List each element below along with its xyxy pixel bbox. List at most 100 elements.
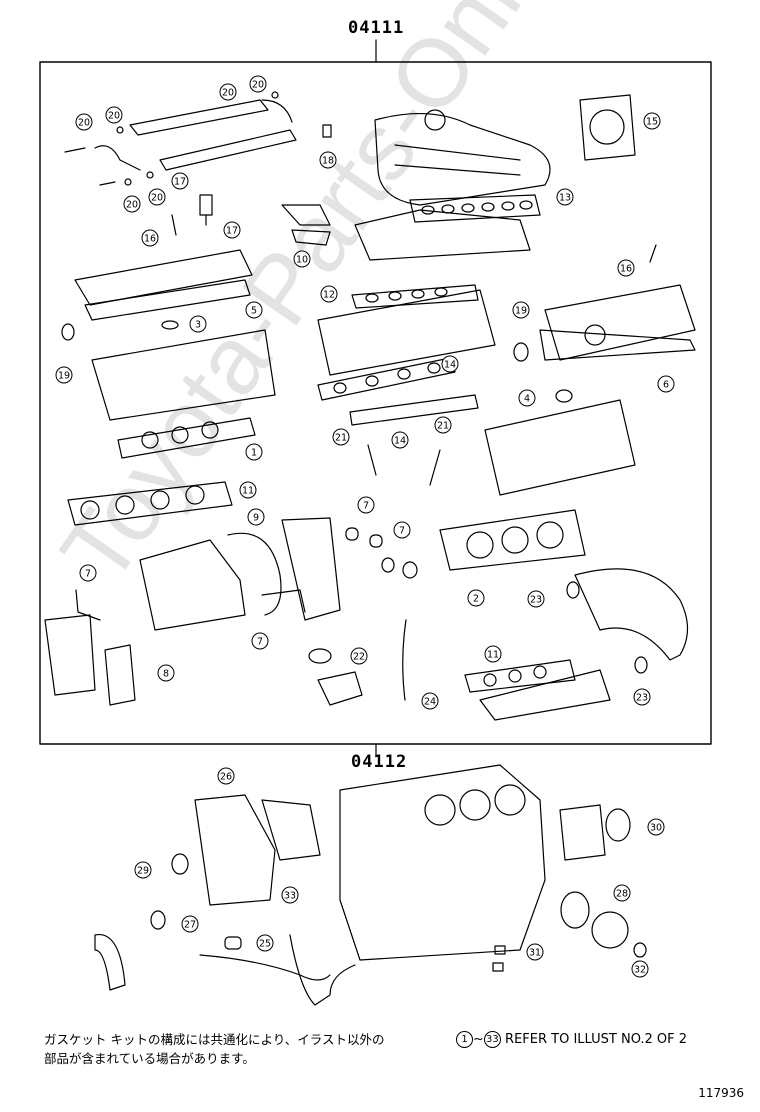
callout-circle xyxy=(141,229,159,247)
part-callout-7: 7 xyxy=(393,521,411,539)
cylinder-head-left xyxy=(91,329,276,421)
callout-circle xyxy=(441,355,459,373)
part-callout-7: 7 xyxy=(79,564,97,582)
callout-circle xyxy=(391,431,409,449)
part-callout-14: 14 xyxy=(441,355,459,373)
callout-circle xyxy=(281,886,299,904)
callout-number: 33 xyxy=(284,891,296,902)
callout-number: 8 xyxy=(163,669,169,680)
part-callout-32: 32 xyxy=(631,960,649,978)
valve-cover-left xyxy=(74,249,253,321)
japanese-note-line-2: 部品が含まれている場合があります。 xyxy=(44,1051,255,1066)
callout-circle xyxy=(421,692,439,710)
callout-number: 11 xyxy=(242,486,254,497)
part-callout-25: 25 xyxy=(256,934,274,952)
callout-number: 20 xyxy=(78,118,90,129)
part-callout-11: 11 xyxy=(239,481,257,499)
callout-number: 20 xyxy=(222,88,234,99)
part-callout-20: 20 xyxy=(219,83,237,101)
water-inlet-pipe xyxy=(94,934,126,991)
fuel-delivery-pipes xyxy=(64,91,297,186)
head-gasket-right xyxy=(439,509,586,571)
callout-circle xyxy=(217,767,235,785)
cylinder-head-right xyxy=(484,399,636,496)
exhaust-manifold-gasket xyxy=(67,481,233,526)
callout-number: 20 xyxy=(126,200,138,211)
callout-number: 21 xyxy=(335,433,347,444)
part-callout-7: 7 xyxy=(357,496,375,514)
part-callout-9: 9 xyxy=(247,508,265,526)
callout-circle xyxy=(434,416,452,434)
part-callout-19: 19 xyxy=(512,301,530,319)
timing-cover xyxy=(139,539,246,631)
water-pump xyxy=(591,911,629,949)
callout-circle xyxy=(148,188,166,206)
callout-circle xyxy=(223,221,241,239)
callout-number: 27 xyxy=(184,920,196,931)
plug-32 xyxy=(633,942,647,958)
part-callout-21: 21 xyxy=(434,416,452,434)
part-callout-28: 28 xyxy=(613,884,631,902)
callout-circle xyxy=(249,75,267,93)
callout-circle xyxy=(357,496,375,514)
callout-number: 2 xyxy=(473,594,479,605)
callout-circle xyxy=(55,366,73,384)
gasket-22 xyxy=(308,648,332,664)
engine-block xyxy=(339,764,546,961)
part-callout-16: 16 xyxy=(617,259,635,277)
part-callout-15: 15 xyxy=(643,112,661,130)
callout-circle xyxy=(467,589,485,607)
callout-number: 16 xyxy=(620,264,632,275)
callout-circle xyxy=(181,915,199,933)
callout-circle xyxy=(293,250,311,268)
part-callout-18: 18 xyxy=(319,151,337,169)
part-callouts: 2020202020201817171616151310125319196141… xyxy=(55,75,675,978)
callout-number: 19 xyxy=(515,306,527,317)
callout-number: 5 xyxy=(251,306,257,317)
seal-23-lower xyxy=(634,656,648,674)
plug-31b xyxy=(492,962,504,972)
callout-circle xyxy=(526,943,544,961)
callout-circle xyxy=(657,375,675,393)
part-callout-22: 22 xyxy=(350,647,368,665)
oil-strainer-flange xyxy=(317,671,363,706)
japanese-note: ガスケット キットの構成には共通化により、イラスト以外の 部品が含まれている場合… xyxy=(44,1030,384,1068)
part-callout-20: 20 xyxy=(123,195,141,213)
callout-circle xyxy=(105,106,123,124)
part-callout-5: 5 xyxy=(245,301,263,319)
callout-circle xyxy=(319,151,337,169)
part-callout-31: 31 xyxy=(526,943,544,961)
callout-circle xyxy=(171,172,189,190)
callout-circle xyxy=(247,508,265,526)
callout-number: 7 xyxy=(399,526,405,537)
intake-gasket-12 xyxy=(351,284,479,309)
callout-circle xyxy=(320,285,338,303)
part-callout-11: 11 xyxy=(484,645,502,663)
reference-note: 1~33 REFER TO ILLUST NO.2 OF 2 xyxy=(456,1031,687,1048)
callout-number: 20 xyxy=(151,193,163,204)
callout-circle xyxy=(350,647,368,665)
callout-circle xyxy=(219,83,237,101)
kit-04111-frame xyxy=(39,61,712,745)
gasket-25 xyxy=(224,936,242,950)
part-callout-29: 29 xyxy=(134,861,152,879)
part-callout-17: 17 xyxy=(223,221,241,239)
callout-circle xyxy=(245,443,263,461)
callout-number: 25 xyxy=(259,939,271,950)
part-callout-24: 24 xyxy=(421,692,439,710)
callout-number: 14 xyxy=(394,436,406,447)
part-callout-1: 1 xyxy=(245,443,263,461)
callout-number: 30 xyxy=(650,823,662,834)
callout-circle xyxy=(617,259,635,277)
callout-number: 3 xyxy=(195,320,201,331)
throttle-body-gasket xyxy=(579,94,636,161)
water-outlet xyxy=(281,204,331,246)
callout-circle xyxy=(134,861,152,879)
exhaust-gasket-lower-11 xyxy=(464,659,576,693)
pipe-25 xyxy=(199,954,331,981)
callout-circle xyxy=(189,315,207,333)
callout-number: 11 xyxy=(487,650,499,661)
ref-end-number: 33 xyxy=(483,1031,501,1048)
callout-number: 17 xyxy=(174,177,186,188)
drawing-code: 117936 xyxy=(698,1086,744,1100)
